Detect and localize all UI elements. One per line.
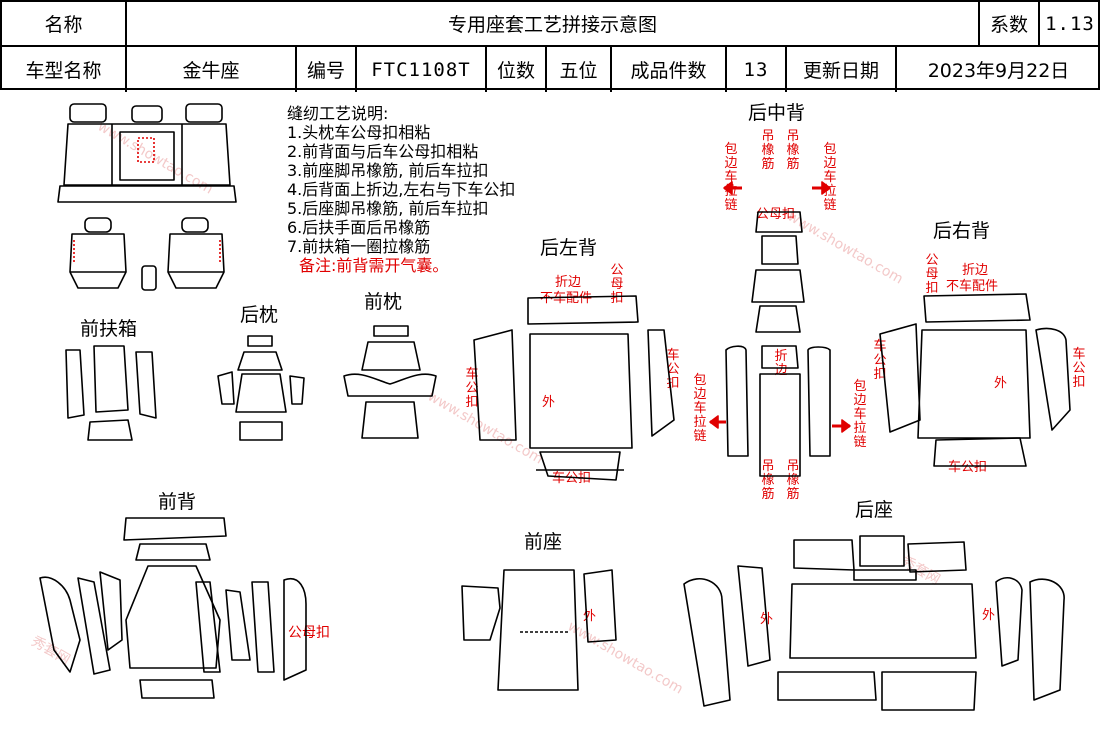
- annot-edge-zipper: 包边车拉链: [853, 379, 867, 450]
- piece-front-seat: [461, 569, 617, 691]
- name-label: 名称: [2, 2, 127, 47]
- note-item: 7.前扶箱一圈拉橡筋: [287, 237, 431, 256]
- note-item: 6.后扶手面后吊橡筋: [287, 218, 431, 237]
- annot-outer: 外: [542, 395, 556, 410]
- piece-rear-right-back: [879, 293, 1071, 467]
- annot-sew-buckle: 车公扣: [1072, 347, 1086, 390]
- piece-front-box: [65, 345, 157, 441]
- annot-hang-elastic: 吊橡筋: [786, 129, 800, 172]
- note-item: 1.头枕车公母扣相粘: [287, 123, 431, 142]
- code-value: FTC1108T: [357, 47, 487, 92]
- pieces-label: 成品件数: [612, 47, 727, 92]
- label-front-pillow: 前枕: [364, 291, 403, 313]
- annot-fold-edge: 折边: [962, 263, 989, 278]
- seats-value: 五位: [547, 47, 612, 92]
- model-label: 车型名称: [2, 47, 127, 92]
- annot-hang-elastic: 吊橡筋: [761, 129, 775, 172]
- annot-hang-elastic: 吊橡筋: [761, 459, 775, 502]
- notes-title: 缝纫工艺说明:: [287, 104, 389, 123]
- piece-rear-seat: [683, 535, 1065, 711]
- piece-rear-pillow: [217, 335, 305, 441]
- note-item: 5.后座脚吊橡筋, 前后车拉扣: [287, 199, 489, 218]
- coef-label: 系数: [980, 2, 1040, 47]
- date-label: 更新日期: [787, 47, 897, 92]
- label-rear-left-back: 后左背: [540, 237, 598, 259]
- annot-no-accessory: 不车配件: [540, 291, 593, 306]
- annot-sew-buckle: 车公扣: [552, 471, 592, 486]
- annot-buckle: 公母扣: [288, 625, 330, 641]
- piece-front-back: [39, 517, 307, 699]
- seats-label: 位数: [487, 47, 547, 92]
- annot-buckle: 公母扣: [610, 263, 624, 306]
- sewing-notes: 缝纫工艺说明: 1.头枕车公母扣相粘 2.前背面与后车公母扣相粘 3.前座脚吊橡…: [287, 104, 515, 275]
- label-rear-seat: 后座: [855, 499, 894, 521]
- note-item: 3.前座脚吊橡筋, 前后车拉扣: [287, 161, 489, 180]
- piece-rear-mid-back: [709, 181, 851, 477]
- label-rear-pillow: 后枕: [240, 304, 279, 326]
- annot-sew-buckle: 车公扣: [948, 460, 988, 475]
- overview-front-seats: [69, 217, 225, 291]
- header-table: 名称 专用座套工艺拼接示意图 系数 1.13 车型名称 金牛座 编号 FTC11…: [0, 0, 1100, 92]
- annot-outer: 外: [994, 376, 1008, 391]
- pieces-value: 13: [727, 47, 787, 92]
- label-rear-right-back: 后右背: [933, 220, 991, 242]
- annot-edge-zipper: 包边车拉链: [693, 373, 707, 444]
- label-front-back: 前背: [158, 491, 197, 513]
- page-title: 专用座套工艺拼接示意图: [127, 2, 980, 47]
- note-item: 4.后背面上折边,左右与下车公扣: [287, 180, 516, 199]
- annot-hang-elastic: 吊橡筋: [786, 459, 800, 502]
- label-front-box: 前扶箱: [80, 318, 138, 340]
- annot-buckle: 公母扣: [756, 207, 796, 222]
- annot-outer: 外: [982, 608, 996, 623]
- label-front-seat: 前座: [524, 531, 563, 553]
- piece-rear-left-back: [473, 295, 675, 481]
- code-label: 编号: [297, 47, 357, 92]
- coef-value: 1.13: [1040, 2, 1100, 47]
- annot-no-accessory: 不车配件: [946, 279, 999, 294]
- note-item: 2.前背面与后车公母扣相粘: [287, 142, 479, 161]
- annot-buckle: 公母扣: [925, 253, 939, 296]
- annot-fold-edge: 折边: [555, 275, 582, 290]
- notes-remark: 备注:前背需开气囊。: [299, 256, 449, 275]
- date-value: 2023年9月22日: [927, 60, 1070, 82]
- overview-rear-bench: [57, 103, 237, 203]
- model-value: 金牛座: [127, 47, 297, 92]
- piece-front-pillow: [343, 325, 437, 439]
- label-rear-mid-back: 后中背: [748, 102, 806, 124]
